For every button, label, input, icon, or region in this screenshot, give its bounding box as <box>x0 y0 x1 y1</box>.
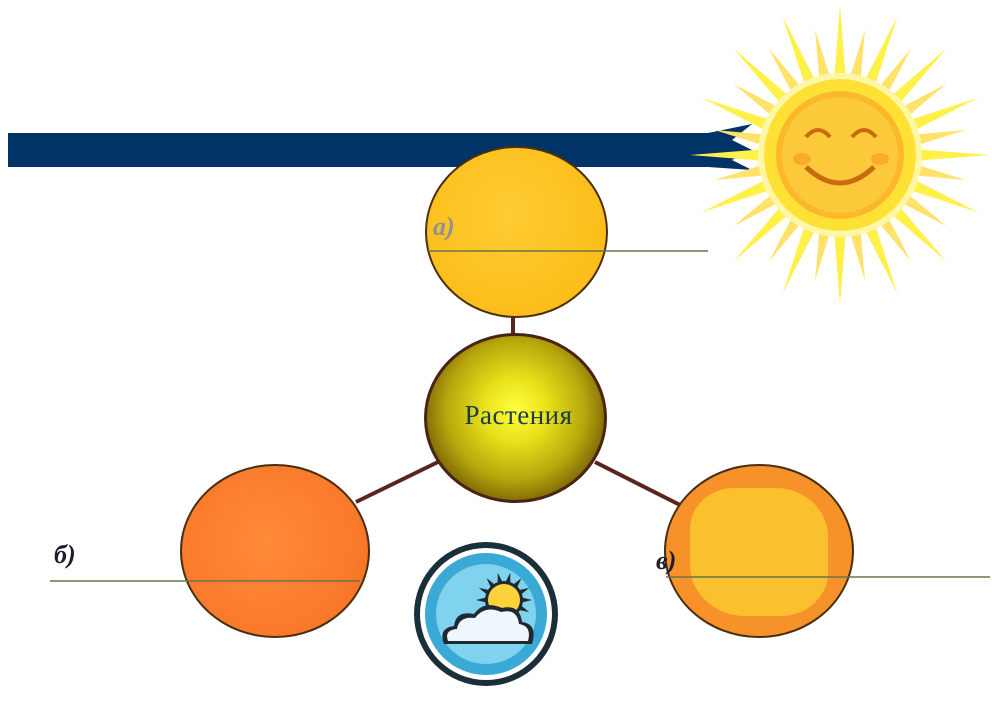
branch-label-b: б) <box>54 540 76 570</box>
center-label: Растения <box>424 400 613 431</box>
branch-label-a: а) <box>433 212 455 242</box>
branch-label-v: в) <box>656 546 676 576</box>
smiling-sun-icon <box>690 5 990 305</box>
sun-behind-cloud-icon <box>414 542 558 686</box>
